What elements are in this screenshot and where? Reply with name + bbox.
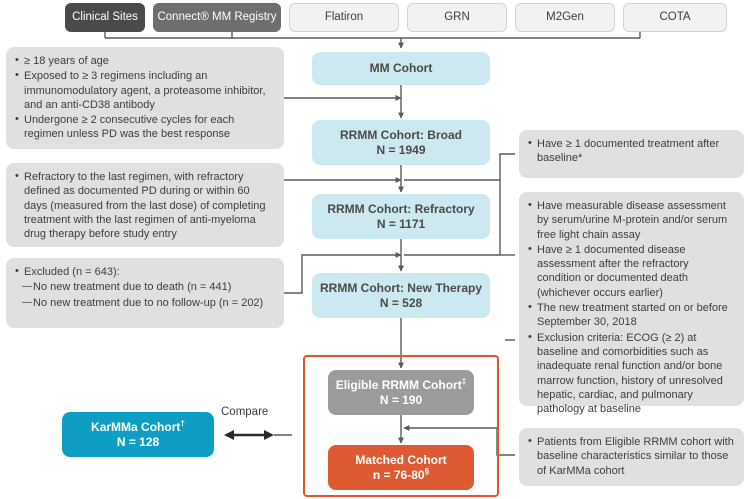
compare-arrow (224, 430, 274, 440)
cohort-box-rrmm-new-therapy[interactable]: RRMM Cohort: New Therapy N = 528 (312, 273, 490, 318)
cohort-title: RRMM Cohort: Broad (340, 127, 462, 142)
note-item: Have ≥ 1 documented treatment after base… (527, 136, 735, 166)
note-item: ≥ 18 years of age (14, 53, 275, 68)
source-label: GRN (444, 11, 470, 24)
source-label: Clinical Sites (72, 11, 138, 24)
source-label: M2Gen (546, 11, 584, 24)
cohort-box-matched[interactable]: Matched Cohort n = 76-80§ (328, 445, 474, 490)
cohort-title: Eligible RRMM Cohort‡ (335, 376, 467, 392)
note-item: Have measurable disease assessment by se… (527, 198, 735, 242)
note-matched-cohort-definition: Patients from Eligible RRMM cohort with … (519, 428, 744, 486)
compare-label: Compare (221, 406, 269, 418)
note-item: Undergone ≥ 2 consecutive cycles for eac… (14, 112, 275, 142)
source-box-connect-mm-registry[interactable]: Connect® MM Registry (153, 3, 281, 32)
note-eligibility-criteria: Have measurable disease assessment by se… (519, 192, 744, 415)
source-box-clinical-sites[interactable]: Clinical Sites (65, 3, 145, 32)
source-label: Connect® MM Registry (157, 11, 277, 24)
note-subitem: No new treatment due to no follow-up (n … (14, 296, 275, 310)
source-label: Flatiron (324, 11, 364, 24)
source-box-flatiron[interactable]: Flatiron (289, 3, 399, 32)
cohort-title: MM Cohort (369, 61, 433, 76)
cohort-count: N = 190 (379, 392, 423, 407)
note-item: The new treatment started on or before S… (527, 300, 735, 330)
cohort-count: N = 1171 (376, 216, 426, 231)
note-list: Patients from Eligible RRMM cohort with … (527, 434, 735, 478)
note-item: Refractory to the last regimen, with ref… (14, 169, 275, 241)
note-refractory-definition: Refractory to the last regimen, with ref… (6, 163, 284, 247)
cohort-box-rrmm-broad[interactable]: RRMM Cohort: Broad N = 1949 (312, 120, 490, 165)
note-list: ≥ 18 years of age Exposed to ≥ 3 regimen… (14, 53, 275, 142)
note-documented-treatment: Have ≥ 1 documented treatment after base… (519, 130, 744, 178)
note-item: Have ≥ 1 documented disease assessment a… (527, 242, 735, 300)
source-label: COTA (659, 11, 691, 24)
footnote-marker: † (180, 418, 185, 428)
note-item: Exposed to ≥ 3 regimens including an imm… (14, 68, 275, 112)
note-list: Refractory to the last regimen, with ref… (14, 169, 275, 241)
note-item-heading: Excluded (n = 643): (14, 264, 275, 279)
note-inclusion-criteria: ≥ 18 years of age Exposed to ≥ 3 regimen… (6, 47, 284, 149)
cohort-count: N = 528 (379, 295, 423, 310)
note-excluded: Excluded (n = 643): No new treatment due… (6, 258, 284, 328)
source-box-m2gen[interactable]: M2Gen (515, 3, 615, 32)
cohort-count: N = 1949 (376, 142, 426, 157)
cohort-count: N = 128 (116, 434, 160, 449)
note-item: Patients from Eligible RRMM cohort with … (527, 434, 735, 478)
note-list: Have measurable disease assessment by se… (527, 198, 735, 417)
cohort-title: RRMM Cohort: Refractory (327, 201, 475, 216)
cohort-box-rrmm-refractory[interactable]: RRMM Cohort: Refractory N = 1171 (312, 194, 490, 239)
cohort-box-mm[interactable]: MM Cohort (312, 52, 490, 85)
cohort-box-karmma[interactable]: KarMMa Cohort† N = 128 (62, 412, 214, 457)
cohort-title: RRMM Cohort: New Therapy (320, 280, 482, 295)
footnote-marker: ‡ (461, 376, 467, 386)
cohort-count: n = 76-80§ (372, 466, 430, 482)
cohort-title: Matched Cohort (355, 452, 447, 467)
cohort-title: KarMMa Cohort† (91, 418, 185, 434)
note-list: Have ≥ 1 documented treatment after base… (527, 136, 735, 166)
source-box-cota[interactable]: COTA (623, 3, 727, 32)
source-box-grn[interactable]: GRN (407, 3, 507, 32)
highlight-frame (303, 355, 499, 497)
note-subitem: No new treatment due to death (n = 441) (14, 280, 275, 294)
cohort-box-eligible-rrmm[interactable]: Eligible RRMM Cohort‡ N = 190 (328, 370, 474, 415)
footnote-marker: § (424, 466, 430, 476)
note-list: Excluded (n = 643): No new treatment due… (14, 264, 275, 310)
note-item: Exclusion criteria: ECOG (≥ 2) at baseli… (527, 330, 735, 417)
